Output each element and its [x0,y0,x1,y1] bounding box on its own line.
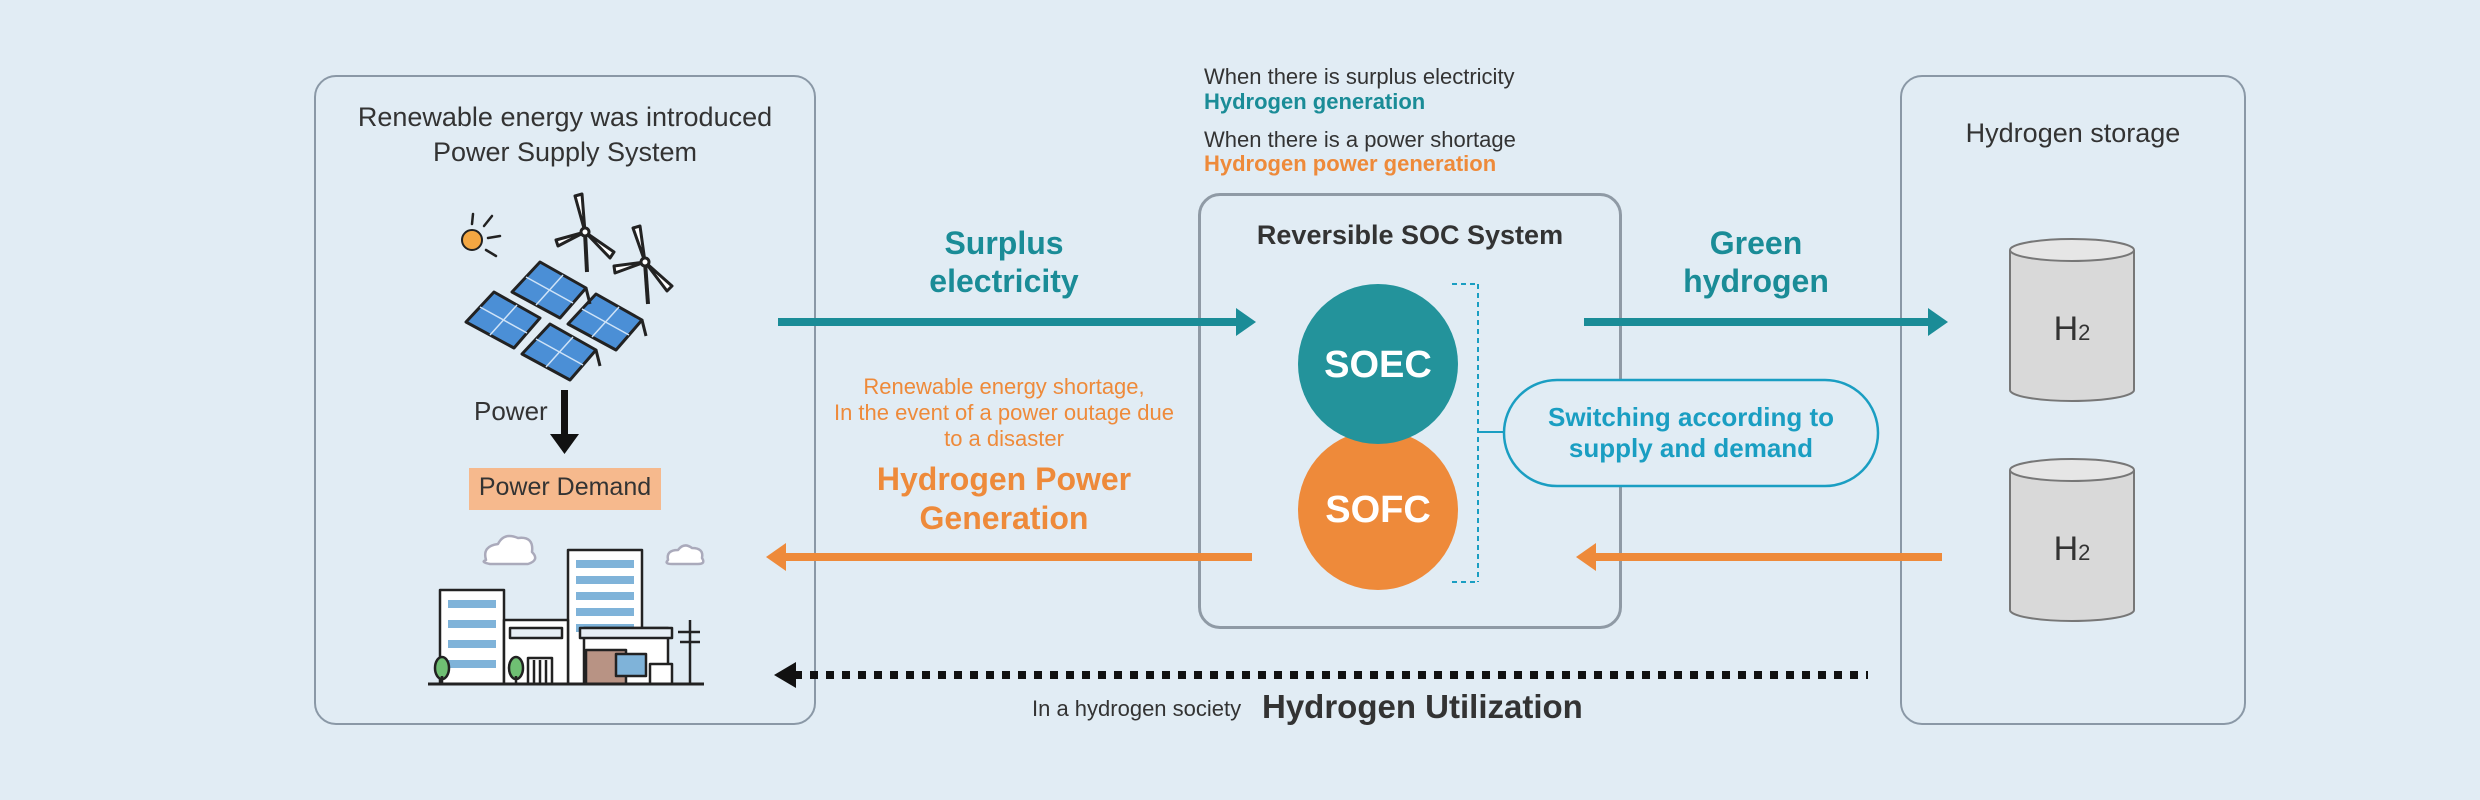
hydrogen-society-text: In a hydrogen society [1032,696,1242,721]
power-down-arrow [550,390,579,454]
tank-1-subscript: 2 [2078,320,2091,345]
green-hydrogen-line2: hydrogen [1683,263,1829,299]
switch-bracket [1452,283,1504,583]
tank-1-h: H [2053,310,2079,348]
power-label: Power [474,396,548,426]
surplus-condition-text: When there is surplus electricity [1204,64,1515,89]
surplus-action-text: Hydrogen generation [1204,89,1426,114]
shortage-note-line3: to a disaster [944,426,1064,451]
hydrogen-tank-icon [2009,238,2135,622]
shortage-action-text: Hydrogen power generation [1204,151,1497,176]
hydrogen-power-generation-arrow [766,543,1252,571]
shortage-condition-text: When there is a power shortage [1204,127,1516,152]
wind-turbine-icon [554,192,674,305]
power-demand-label: Power Demand [478,473,652,501]
hydrogen-utilization-title: Hydrogen Utilization [1262,688,1583,725]
tank-1-label: H2 [2010,310,2134,349]
hydrogen-storage-title: Hydrogen storage [1965,118,2181,148]
power-supply-title-line2: Power Supply System [432,137,698,167]
surplus-electricity-arrow [778,308,1256,336]
green-hydrogen-arrow [1584,308,1948,336]
tank-2-label: H2 [2010,530,2134,569]
switching-label: Switching according to supply and demand [1504,402,1878,464]
shortage-note-line1: Renewable energy shortage, [863,374,1145,399]
sun-icon [461,212,502,258]
power-demand-badge [469,468,661,510]
tank-2-subscript: 2 [2078,540,2091,565]
power-supply-title: Renewable energy was introduced Power Su… [314,100,816,170]
soc-system-title: Reversible SOC System [1256,220,1564,250]
sofc-label: SOFC [1325,489,1431,531]
surplus-electricity-line1: Surplus [944,225,1064,261]
hydrogen-utilization-arrow [774,662,1868,688]
tank-2-h: H [2053,530,2079,568]
city-buildings-icon [428,534,705,686]
hydrogen-power-generation-line1: Hydrogen Power [876,461,1132,497]
shortage-note-line2: In the event of a power outage due [833,400,1175,425]
shortage-note: Renewable energy shortage, In the event … [804,374,1204,452]
power-supply-title-line1: Renewable energy was introduced [357,102,773,132]
soec-label: SOEC [1324,344,1432,386]
surplus-electricity-line2: electricity [929,263,1079,299]
hydrogen-power-generation-title: Hydrogen Power Generation [804,460,1204,538]
surplus-electricity-label: Surplus electricity [854,224,1154,300]
soec-circle [1298,284,1458,444]
green-hydrogen-label: Green hydrogen [1606,224,1906,300]
storage-to-sofc-arrow [1576,543,1942,571]
solar-panel-icon [464,260,648,382]
green-hydrogen-line1: Green [1709,225,1803,261]
hydrogen-power-generation-line2: Generation [919,500,1089,536]
switching-pill [1502,378,1880,488]
switching-line2: supply and demand [1568,433,1814,463]
switching-line1: Switching according to [1547,402,1834,432]
sofc-circle [1298,430,1458,590]
